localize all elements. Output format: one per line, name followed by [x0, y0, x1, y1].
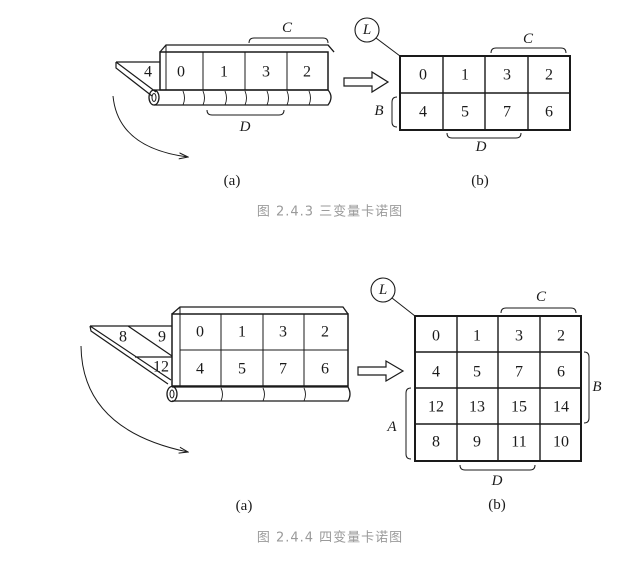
- fig2-a-label: (a): [236, 498, 253, 514]
- fig2-b-cell: 2: [557, 328, 565, 345]
- fig2-a-flap-cell: 8: [119, 329, 127, 346]
- fig2-b-label-d: D: [491, 473, 503, 489]
- fig1-b-cell: 2: [545, 67, 553, 84]
- fig2-b-kmap: L 0 1 3 2 4 5 7 6 12 13 15 14 8 9 11 10 …: [370, 277, 602, 513]
- fig2-b-label: (b): [488, 497, 506, 513]
- fig1-a-cell: 2: [303, 64, 311, 81]
- fig2-b-cell: 7: [515, 364, 523, 381]
- fig1-a-roller-hole: [151, 93, 157, 102]
- fig1-a-roller: [154, 89, 332, 106]
- fig1-a-cell: 0: [177, 64, 185, 81]
- fig1-a-rotation-arrow: [112, 95, 188, 157]
- fig2-a-roller-segments: [220, 387, 306, 402]
- fig2-b-leader: [391, 297, 416, 317]
- fig1-a-bracket-c: [248, 37, 329, 44]
- fig2-a-roller-end: [166, 385, 178, 403]
- fig2-b-cell: 11: [511, 434, 526, 451]
- fig2-a-flap-cell: 12: [153, 359, 169, 376]
- fig2-b-cell: 15: [511, 399, 527, 416]
- fig2-b-cell: 8: [432, 434, 440, 451]
- fig1-a-cell: 3: [262, 64, 270, 81]
- fig2-b-cell: 12: [428, 399, 444, 416]
- fig1-a-top-edge: [159, 44, 335, 53]
- fig1-b-kmap: L 0 1 3 2 4 5 7 6 C B D (b): [354, 17, 571, 189]
- fig1-b-leader: [375, 37, 401, 57]
- fig1-a-rolled-map: 0 1 3 2 4 C D (a): [112, 20, 335, 189]
- fig1-b-label-c: C: [523, 31, 534, 47]
- fig2-b-cell: 14: [553, 399, 569, 416]
- fig2-b-label-b: B: [592, 379, 601, 395]
- fig2-a-cell: 6: [321, 361, 329, 378]
- fig2-b-cell: 5: [473, 364, 481, 381]
- fig1-a-bracket-d: [206, 109, 285, 116]
- fig1-b-cell: 1: [461, 67, 469, 84]
- fig2-b-cell: 6: [557, 364, 565, 381]
- fig2-a-cell: 3: [279, 324, 287, 341]
- fig2-b-cell: 9: [473, 434, 481, 451]
- fig2-b-label-a: A: [386, 419, 397, 435]
- fig2-b-cell: 0: [432, 328, 440, 345]
- fig1-b-bracket-c: [490, 47, 567, 54]
- fig1-b-label-b: B: [374, 103, 383, 119]
- fig1-a-cell: 1: [220, 64, 228, 81]
- fig1-a-label-d: D: [239, 119, 251, 135]
- fig1-b-bracket-b: [391, 96, 398, 128]
- fig2-b-cell: 13: [469, 399, 485, 416]
- fig1-b-label: (b): [471, 173, 489, 189]
- fig1-b-cell: 5: [461, 104, 469, 121]
- fig2-b-cell: 3: [515, 328, 523, 345]
- fig1-a-corner: [327, 44, 335, 53]
- fig1-b-cell: 4: [419, 104, 427, 121]
- fig2-b-cell: 4: [432, 364, 440, 381]
- fig1-b-cell: 0: [419, 67, 427, 84]
- fig1-caption: 图 2.4.3 三变量卡诺图: [257, 204, 403, 220]
- fig1-b-bracket-d: [446, 132, 522, 139]
- fig2-a-rotation-arrow: [80, 345, 188, 452]
- fig2-a-cell: 7: [279, 361, 287, 378]
- fig2-b-circle: [370, 277, 396, 303]
- fig1-a-label: (a): [224, 173, 241, 189]
- fig2-b-bracket-a: [405, 387, 412, 460]
- fig2-a-top-edge: [171, 306, 349, 315]
- fig2-a-roller: [172, 386, 351, 402]
- fig1-b-cell: 7: [503, 104, 511, 121]
- fig2-a-flap: [89, 325, 173, 385]
- fig2-a-rolled-map: 0 1 3 2 4 5 7 6 8 9 12 (a): [80, 306, 351, 514]
- fig2-a-flap-cell: 9: [158, 329, 166, 346]
- fig2-b-cell: 1: [473, 328, 481, 345]
- fig1-a-flap: [115, 61, 160, 97]
- fig1-b-label-l: L: [362, 22, 371, 38]
- fig2-a-cell: 5: [238, 361, 246, 378]
- fig2-a-cell: 0: [196, 324, 204, 341]
- fig2-b-bracket-c: [500, 307, 577, 314]
- fig1-b-label-d: D: [475, 139, 487, 155]
- fig2-b-cell: 10: [553, 434, 569, 451]
- fig2-a-roller-hole: [169, 389, 175, 399]
- fig1-b-circle: [354, 17, 380, 43]
- fig2-caption: 图 2.4.4 四变量卡诺图: [257, 530, 403, 546]
- fig2-transform-arrow: [357, 359, 405, 383]
- fig1-b-cell: 3: [503, 67, 511, 84]
- fig1-a-flap-cell: 4: [144, 64, 152, 81]
- fig1-b-cell: 6: [545, 104, 553, 121]
- fig1-a-roller-segments: [182, 90, 311, 106]
- fig2-a-cell: 1: [238, 324, 246, 341]
- fig2-b-label-l: L: [378, 282, 387, 298]
- fig2-a-cell: 2: [321, 324, 329, 341]
- fig2-b-bracket-b: [583, 351, 590, 424]
- fig2-a-cell: 4: [196, 361, 204, 378]
- fig1-transform-arrow: [343, 70, 390, 94]
- fig2-b-bracket-d: [459, 464, 536, 471]
- fig1-a-roller-end: [148, 89, 160, 106]
- fig1-a-label-c: C: [282, 20, 293, 36]
- fig2-b-label-c: C: [536, 289, 547, 305]
